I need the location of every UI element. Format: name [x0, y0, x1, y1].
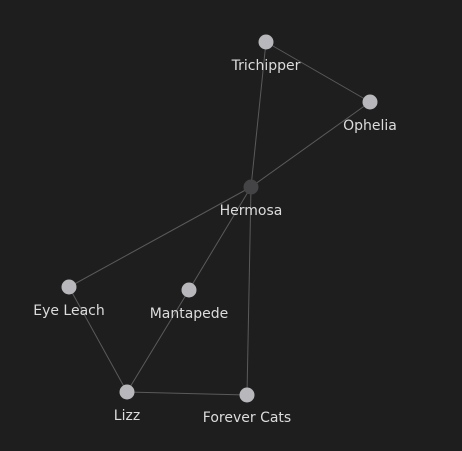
node-label-forever-cats[interactable]: Forever Cats [203, 410, 291, 426]
edge-lizz-forever-cats [126, 391, 248, 396]
edge-mantapede-lizz [126, 289, 190, 393]
edge-hermosa-forever-cats [246, 186, 252, 396]
node-label-mantapede[interactable]: Mantapede [150, 306, 229, 322]
node-mantapede[interactable] [181, 282, 197, 298]
nodes-layer [61, 34, 378, 403]
node-label-ophelia[interactable]: Ophelia [343, 118, 397, 134]
node-label-hermosa[interactable]: Hermosa [220, 203, 283, 219]
edge-eye-leach-lizz [68, 286, 128, 393]
node-forever-cats[interactable] [239, 387, 255, 403]
edge-hermosa-eye-leach [68, 186, 252, 288]
node-lizz[interactable] [119, 384, 135, 400]
node-eye-leach[interactable] [61, 279, 77, 295]
edges-layer [68, 41, 371, 396]
node-trichipper[interactable] [258, 34, 274, 50]
node-label-trichipper[interactable]: Trichipper [231, 58, 301, 74]
edge-trichipper-hermosa [250, 41, 267, 188]
node-ophelia[interactable] [362, 94, 378, 110]
node-hermosa[interactable] [243, 179, 259, 195]
node-label-eye-leach[interactable]: Eye Leach [33, 303, 105, 319]
edge-ophelia-hermosa [250, 101, 371, 188]
node-label-lizz[interactable]: Lizz [114, 408, 140, 424]
edge-trichipper-ophelia [265, 41, 371, 103]
edge-hermosa-mantapede [188, 186, 252, 291]
